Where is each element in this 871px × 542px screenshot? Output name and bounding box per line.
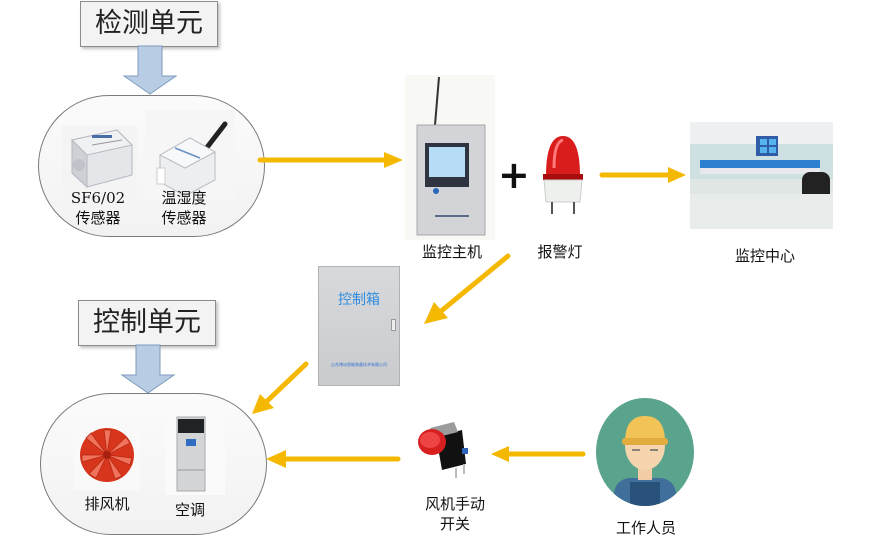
control-room-icon <box>690 122 833 229</box>
exhaust-fan-icon <box>74 420 140 490</box>
worker-icon <box>596 398 694 506</box>
arrow-alarm-to-center <box>599 167 686 183</box>
arrow-box-to-control-unit <box>252 361 309 414</box>
alarm-light-icon <box>543 136 583 214</box>
plus-sign: + <box>498 153 530 197</box>
detection-unit-title: 检测单元 <box>80 1 218 47</box>
control-down-arrow-icon <box>120 344 176 394</box>
sf6-sensor-icon <box>62 125 137 193</box>
control-unit-title: 控制单元 <box>78 300 216 346</box>
arrow-detection-to-host <box>257 152 403 168</box>
control-box-icon: 控制箱 山东博派智能装备技术有限公司 <box>318 266 400 386</box>
fan-switch-label-line2: 开关 <box>439 515 470 533</box>
control-box-handle <box>391 319 396 331</box>
air-conditioner-label: 空调 <box>174 501 205 519</box>
monitor-host-icon <box>405 75 495 240</box>
detection-down-arrow-icon <box>122 45 178 95</box>
exhaust-fan-label: 排风机 <box>84 495 130 513</box>
fan-switch-label-line1: 风机手动 <box>424 495 485 513</box>
control-box-footer: 山东博派智能装备技术有限公司 <box>331 362 387 367</box>
alarm-light-label: 报警灯 <box>537 243 583 261</box>
worker-label: 工作人员 <box>615 519 676 537</box>
temp-humidity-sensor-label-line1: 温湿度 <box>161 189 207 207</box>
arrow-switch-to-control-unit <box>266 450 401 468</box>
sf6-sensor-label: SF6/02 传感器 <box>62 188 134 228</box>
temp-humidity-sensor-label: 温湿度 传感器 <box>148 188 220 228</box>
monitor-center-label: 监控中心 <box>734 247 795 265</box>
arrow-host-to-control-box <box>424 253 511 324</box>
temp-humidity-sensor-label-line2: 传感器 <box>161 209 207 227</box>
monitor-host-label: 监控主机 <box>421 243 482 261</box>
sf6-sensor-label-line2: 传感器 <box>75 209 121 227</box>
fan-switch-label: 风机手动 开关 <box>415 494 495 534</box>
temp-humidity-sensor-icon <box>145 110 235 200</box>
control-box-label: 控制箱 <box>338 292 380 308</box>
arrow-worker-to-switch <box>491 446 586 462</box>
sf6-sensor-label-line1: SF6/02 <box>70 189 126 207</box>
push-button-switch-icon <box>418 422 468 478</box>
air-conditioner-icon <box>165 415 225 495</box>
